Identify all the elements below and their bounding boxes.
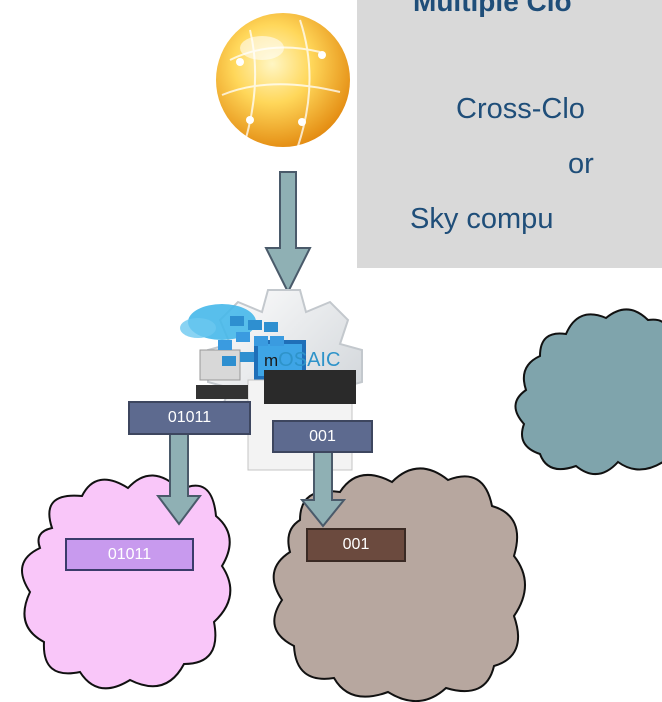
- sky-cloud-panels: [180, 304, 284, 366]
- mosaic-logo: mOSAIC: [264, 349, 340, 372]
- info-panel: [357, 0, 662, 268]
- mosaic-logo-prefix: m: [264, 351, 279, 370]
- info-title: Multiple Clo: [413, 0, 572, 17]
- arrow-down-main: [264, 171, 312, 295]
- cloud-pink: [21, 474, 232, 690]
- cloud-brown-data-block: 001: [306, 528, 406, 562]
- mosaic-logo-name: OSAIC: [278, 349, 341, 371]
- cloud-pink-data-block: 01011: [65, 538, 194, 571]
- info-line-or: or: [568, 148, 594, 180]
- info-line-cross-cloud: Cross-Clo: [456, 93, 585, 125]
- data-block-left: 01011: [128, 401, 251, 435]
- globe-icon: [216, 13, 350, 147]
- cloud-brown: [272, 467, 526, 702]
- info-line-sky-computing: Sky compu: [410, 203, 554, 235]
- cloud-teal: [514, 308, 662, 475]
- data-block-right: 001: [272, 420, 373, 453]
